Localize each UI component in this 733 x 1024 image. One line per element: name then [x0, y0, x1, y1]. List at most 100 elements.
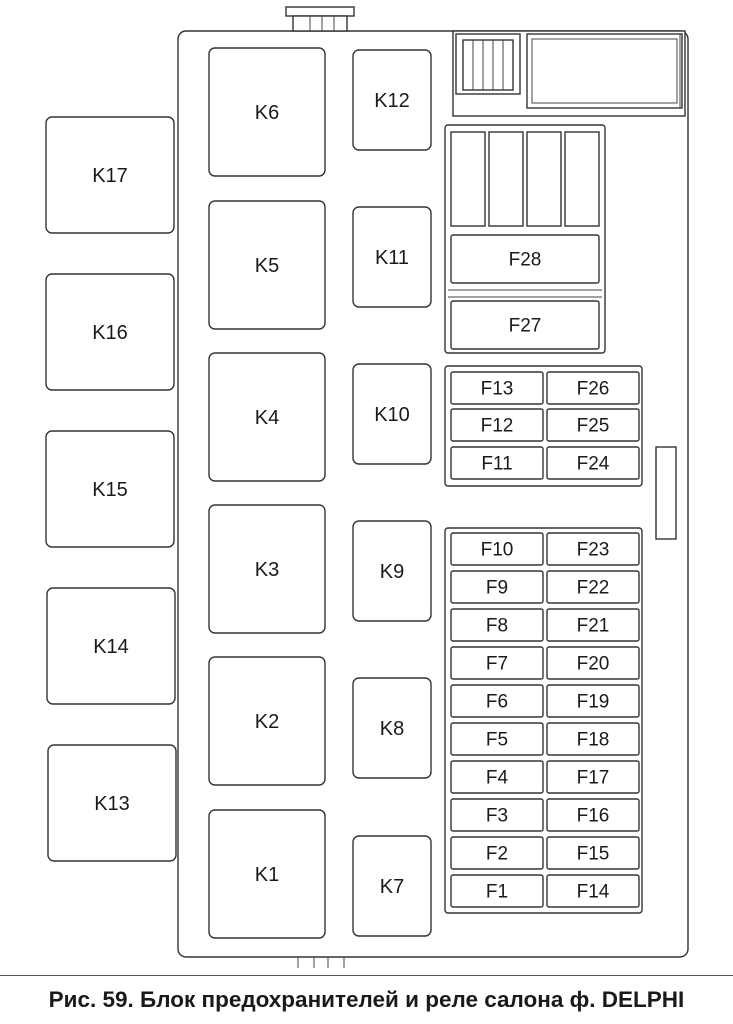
- fuse-f1-label: F1: [486, 882, 508, 903]
- relay-k9: K9: [352, 520, 432, 622]
- fuse-f17: F17: [546, 760, 640, 794]
- relay-k8-label: K8: [380, 718, 404, 740]
- relay-k10: K10: [352, 363, 432, 465]
- relay-k3-body: [208, 504, 326, 634]
- fuse-f1: F1: [450, 874, 544, 908]
- relay-k16: K16: [45, 273, 175, 391]
- fuse-f21-body: [546, 608, 640, 642]
- fuse-f5-body: [450, 722, 544, 756]
- relay-k14-body: [46, 587, 176, 705]
- fuse-f21: F21: [546, 608, 640, 642]
- relay-k17-label: K17: [92, 165, 128, 187]
- fuse-f25-body: [546, 408, 640, 442]
- fuse-f9: F9: [450, 570, 544, 604]
- relay-k12-body: [352, 49, 432, 151]
- fuse-f15: F15: [546, 836, 640, 870]
- fuse-f6-body: [450, 684, 544, 718]
- fuse-f11-label: F11: [481, 454, 512, 475]
- fuse-f22: F22: [546, 570, 640, 604]
- fuse-f21-label: F21: [577, 616, 610, 637]
- relay-k2-label: K2: [255, 711, 279, 733]
- fuse-f7-label: F7: [486, 654, 508, 675]
- fuse-f17-label: F17: [577, 768, 610, 789]
- fuse-f20-body: [546, 646, 640, 680]
- relay-k16-label: K16: [92, 322, 128, 344]
- relay-k1: K1: [208, 809, 326, 939]
- relay-k7-body: [352, 835, 432, 937]
- fuse-f19-body: [546, 684, 640, 718]
- top-right-connector: [452, 30, 686, 117]
- fuse-f24-body: [546, 446, 640, 480]
- relay-k15: K15: [45, 430, 175, 548]
- fuse-f3-label: F3: [486, 806, 508, 827]
- fuse-f2-body: [450, 836, 544, 870]
- fuse-f19: F19: [546, 684, 640, 718]
- fuse-f15-body: [546, 836, 640, 870]
- fuse-f15-label: F15: [577, 844, 610, 865]
- fuse-f10-body: [450, 532, 544, 566]
- fuse-f6: F6: [450, 684, 544, 718]
- relay-k5-label: K5: [255, 255, 279, 277]
- fuse-f25-label: F25: [577, 416, 610, 437]
- relay-k10-label: K10: [374, 404, 410, 426]
- relay-k16-body: [45, 273, 175, 391]
- relay-k13: K13: [47, 744, 177, 862]
- fuse-f13-body: [450, 371, 544, 405]
- fuse-f24: F24: [546, 446, 640, 480]
- relay-k11-label: K11: [375, 247, 409, 269]
- relay-k4-body: [208, 352, 326, 482]
- relay-k1-label: K1: [255, 864, 279, 886]
- fuse-f24-label: F24: [577, 454, 610, 475]
- fuse-f23: F23: [546, 532, 640, 566]
- fuse-f8-label: F8: [486, 616, 508, 637]
- fuse-f20: F20: [546, 646, 640, 680]
- relay-k4-label: K4: [255, 407, 279, 429]
- relay-k13-label: K13: [94, 793, 130, 815]
- fuse-f26: F26: [546, 371, 640, 405]
- bottom-pins: [297, 957, 345, 968]
- relay-k3-label: K3: [255, 559, 279, 581]
- fuse-f17-body: [546, 760, 640, 794]
- fuse-f14-label: F14: [577, 882, 610, 903]
- relay-k6-body: [208, 47, 326, 177]
- fuse-f16-body: [546, 798, 640, 832]
- fuse-f19-label: F19: [577, 692, 610, 713]
- relay-k7-label: K7: [380, 876, 404, 898]
- relay-k11-body: [352, 206, 432, 308]
- fuse-f5-label: F5: [486, 730, 508, 751]
- fuse-f4: F4: [450, 760, 544, 794]
- fuse-f18-label: F18: [577, 730, 610, 751]
- relay-k15-label: K15: [92, 479, 128, 501]
- fuse-f8-body: [450, 608, 544, 642]
- fuse-f7: F7: [450, 646, 544, 680]
- fuse-f16-label: F16: [577, 806, 610, 827]
- relay-k15-body: [45, 430, 175, 548]
- fuse-f13: F13: [450, 371, 544, 405]
- figure-caption: Рис. 59. Блок предохранителей и реле сал…: [48, 987, 685, 1012]
- relay-k17: K17: [45, 116, 175, 234]
- fuse-f28-body: [450, 234, 600, 284]
- relay-k9-label: K9: [380, 561, 404, 583]
- relay-k10-body: [352, 363, 432, 465]
- relay-k17-body: [45, 116, 175, 234]
- fuse-f10-label: F10: [481, 540, 514, 561]
- fuse-f13-label: F13: [481, 379, 514, 400]
- fuse-f5: F5: [450, 722, 544, 756]
- relay-k2: K2: [208, 656, 326, 786]
- fuse-f1-body: [450, 874, 544, 908]
- relay-k1-body: [208, 809, 326, 939]
- fuse-f4-label: F4: [486, 768, 509, 789]
- fuse-f12: F12: [450, 408, 544, 442]
- side-latch: [655, 446, 677, 540]
- top-connector: [285, 6, 355, 32]
- fuse-f11-body: [450, 446, 544, 480]
- fuse-f3-body: [450, 798, 544, 832]
- relay-k5-body: [208, 200, 326, 330]
- fuse-f12-label: F12: [481, 416, 514, 437]
- relay-k13-body: [47, 744, 177, 862]
- fuse-f26-body: [546, 371, 640, 405]
- relay-k3: K3: [208, 504, 326, 634]
- fuse-block-diagram: K1K2K3K4K5K6K7K8K9K10K11K12K13K14K15K16K…: [45, 6, 689, 968]
- fuse-f28-label: F28: [509, 250, 542, 271]
- fuse-f11: F11: [450, 446, 544, 480]
